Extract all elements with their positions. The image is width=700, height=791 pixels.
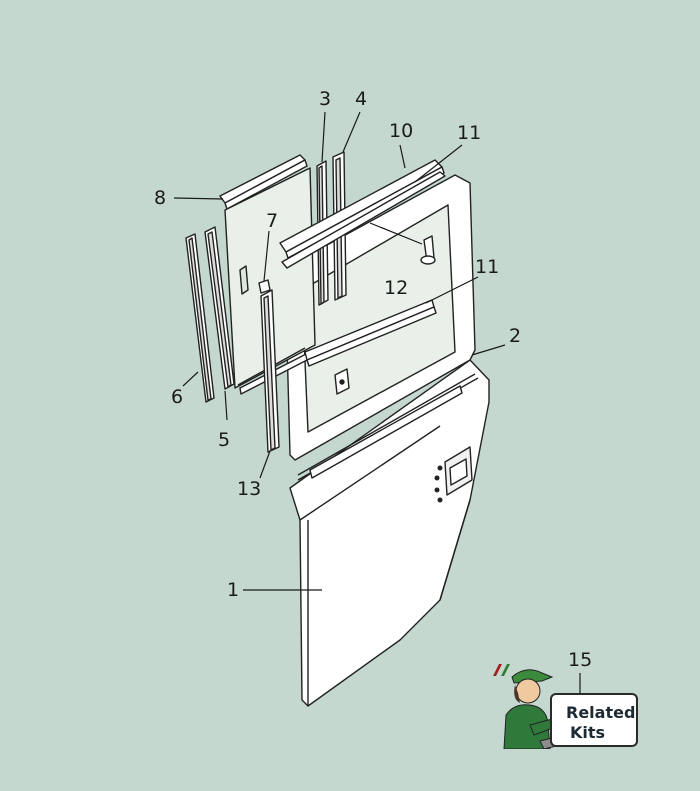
leader-line-5 [224, 390, 228, 421]
callout-1[interactable]: 1 [227, 579, 240, 601]
callout-4[interactable]: 4 [355, 88, 368, 110]
callout-7[interactable]: 7 [266, 210, 279, 232]
related-kits-button[interactable]: Related Kits [490, 663, 652, 749]
leader-line-11b [425, 276, 479, 304]
callout-6[interactable]: 6 [171, 386, 184, 408]
leader-line-10 [399, 144, 406, 169]
part-11-upper-channel[interactable] [281, 171, 446, 269]
callout-12[interactable]: 12 [384, 277, 409, 299]
part-12-screw[interactable] [420, 235, 436, 265]
callout-15[interactable]: 15 [568, 649, 593, 671]
callout-11-lower[interactable]: 11 [475, 256, 500, 278]
callout-8[interactable]: 8 [154, 187, 167, 209]
part-10-upper-runner[interactable] [279, 159, 445, 259]
leader-line-6 [182, 371, 199, 387]
leader-line-13 [259, 450, 271, 479]
part-8-top-channel[interactable] [219, 154, 308, 210]
related-kits-label-line1: Related [566, 703, 636, 722]
latch-bracket[interactable] [334, 368, 350, 395]
sliding-glass-panel[interactable] [224, 167, 316, 395]
callout-13[interactable]: 13 [237, 478, 262, 500]
part-7-clip[interactable] [258, 279, 271, 294]
leader-line-3 [321, 111, 326, 163]
part-1-door-shell[interactable] [289, 359, 490, 707]
leader-line-4 [342, 111, 361, 153]
leader-line-8 [173, 197, 224, 200]
leader-line-2 [471, 344, 506, 356]
leader-line-11a [414, 144, 463, 183]
part-6-vertical-seal[interactable] [185, 233, 215, 403]
callout-5[interactable]: 5 [218, 429, 231, 451]
part-13-vertical-seal[interactable] [260, 289, 280, 453]
leader-line-12 [369, 222, 423, 245]
callout-11-upper[interactable]: 11 [457, 122, 482, 144]
callout-2[interactable]: 2 [509, 325, 522, 347]
leader-line-7 [263, 230, 270, 282]
callout-3[interactable]: 3 [319, 88, 332, 110]
brand-stripes-icon [493, 664, 510, 676]
part-11-lower-channel[interactable] [304, 299, 437, 367]
part-5-vertical-seal[interactable] [204, 226, 235, 390]
related-kits-label-line2: Kits [570, 723, 606, 742]
related-kits-badge [550, 693, 638, 747]
callout-10[interactable]: 10 [389, 120, 414, 142]
